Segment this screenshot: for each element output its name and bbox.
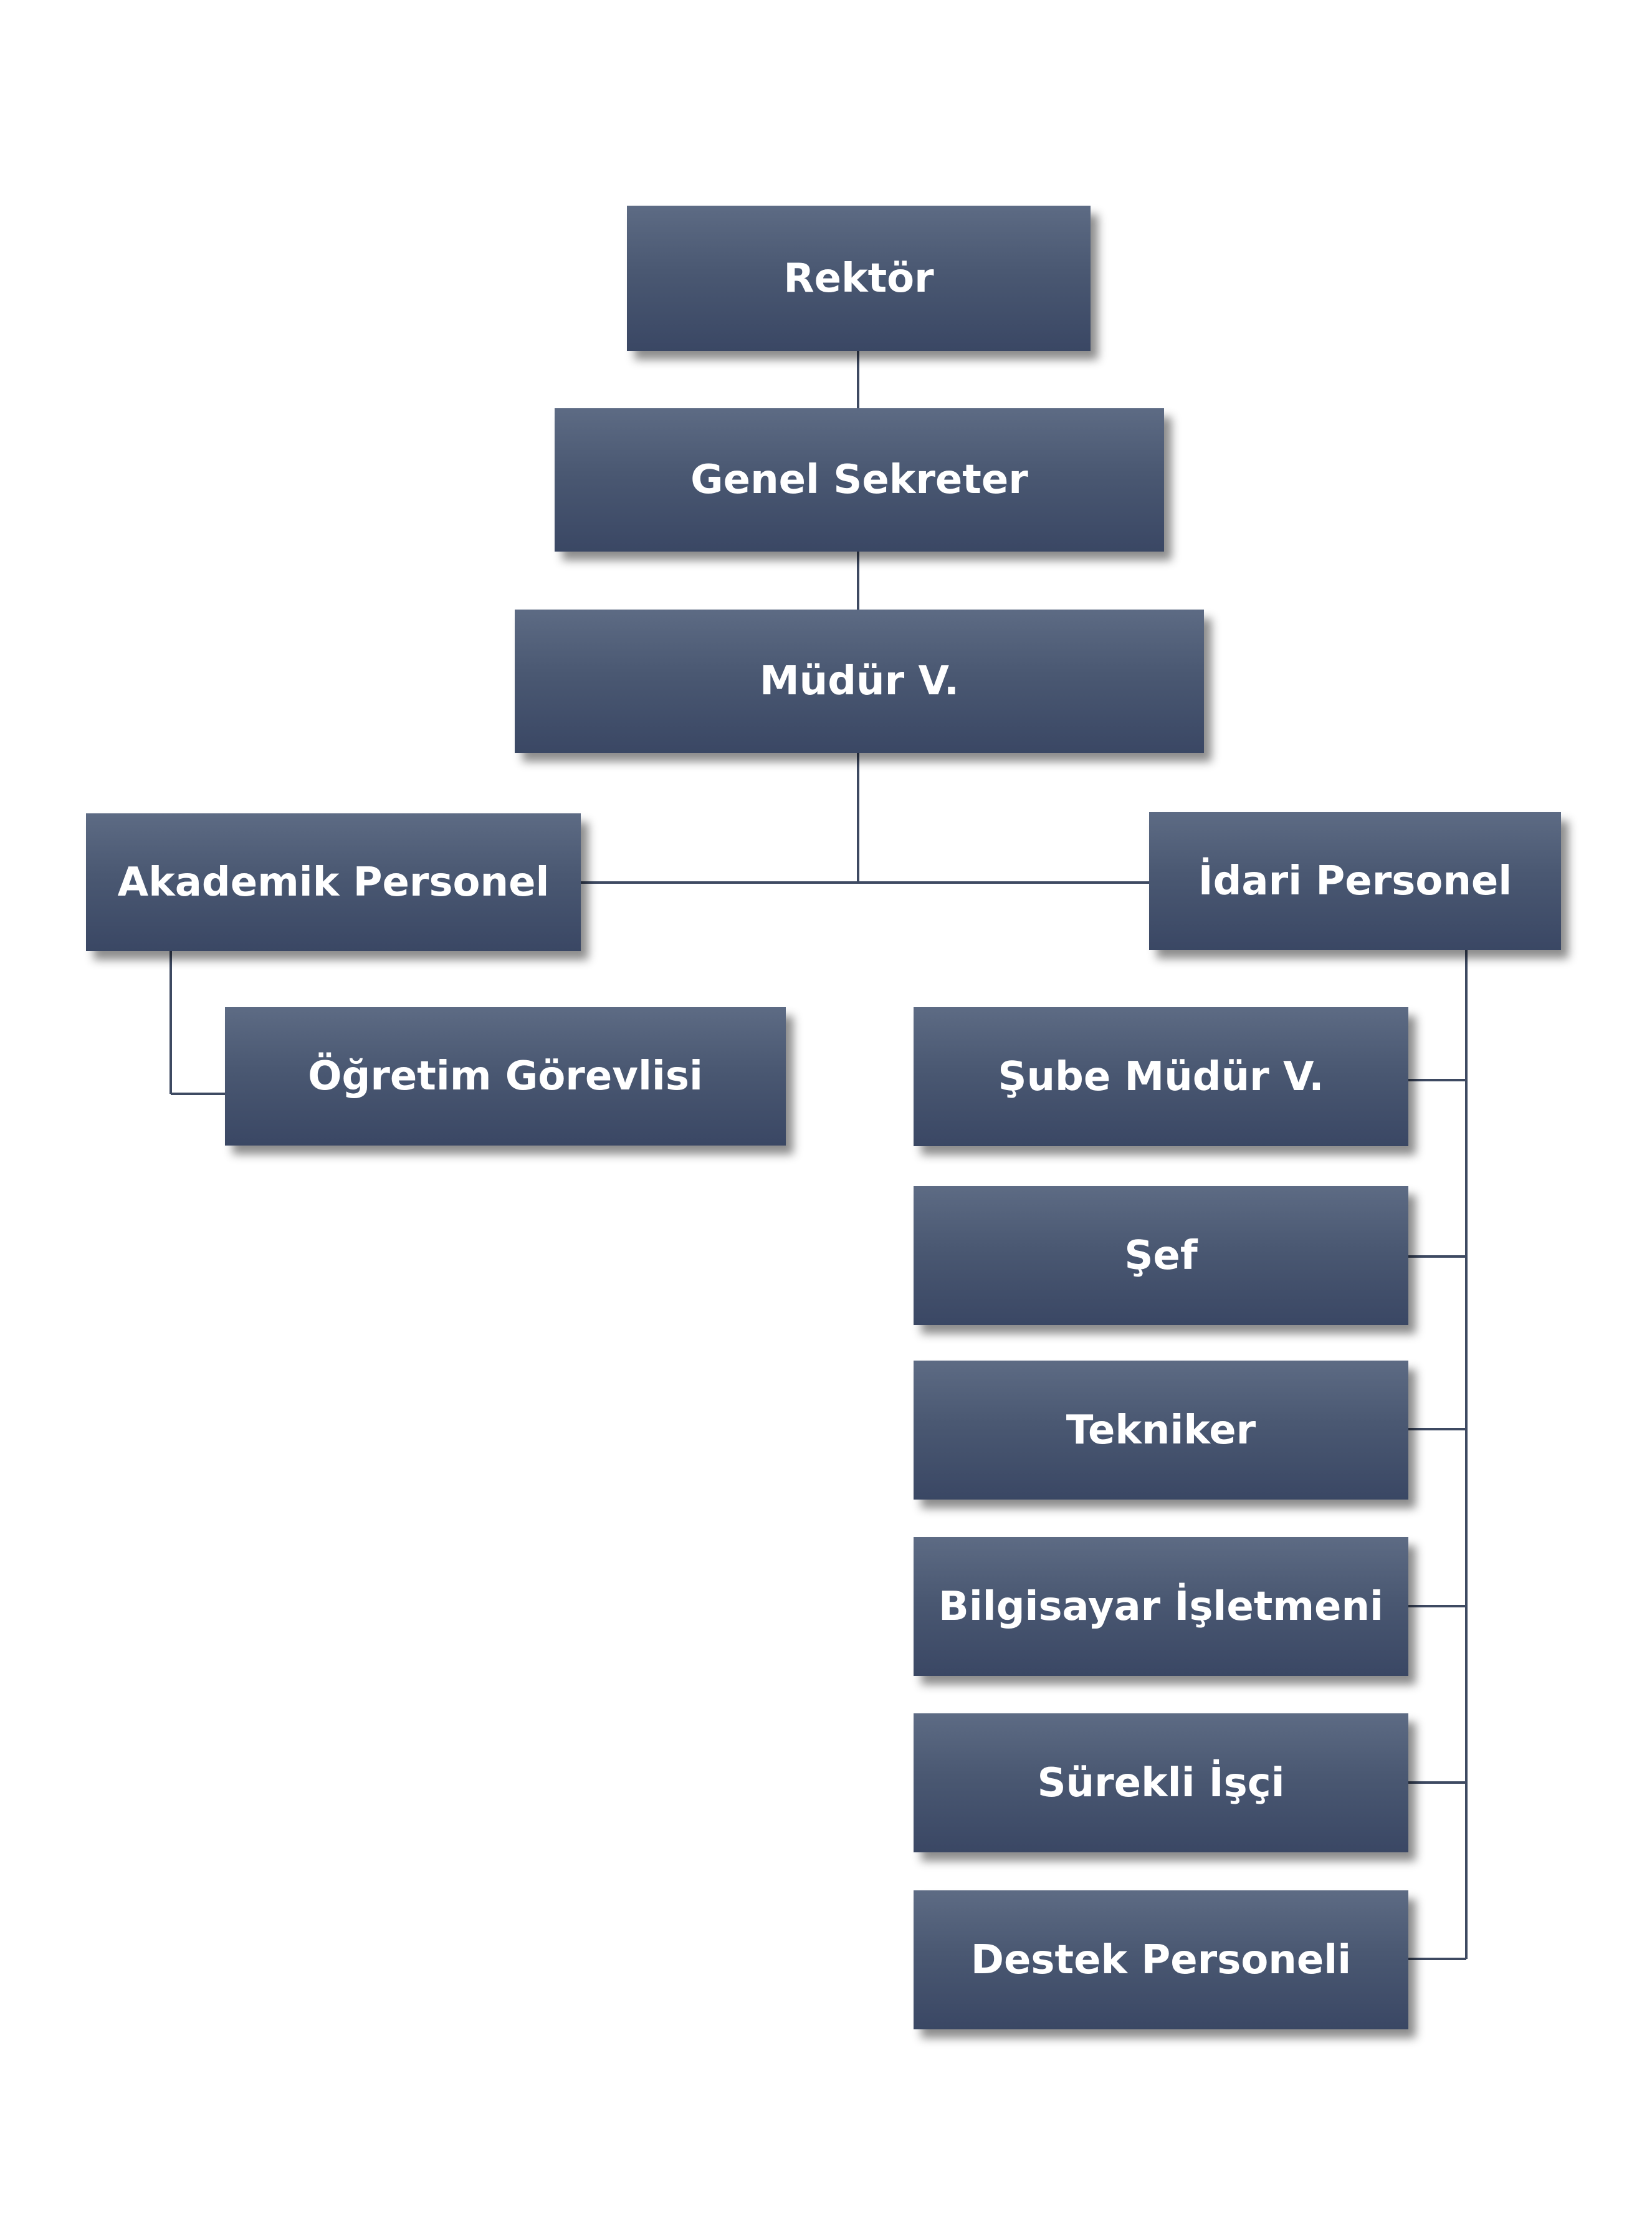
node-tekniker: Tekniker	[914, 1361, 1408, 1500]
node-mudur: Müdür V.	[515, 610, 1204, 753]
node-label: İdari Personel	[1198, 858, 1512, 904]
node-label: Bilgisayar İşletmeni	[938, 1583, 1383, 1630]
node-idari-personel: İdari Personel	[1149, 812, 1561, 950]
node-rektor: Rektör	[627, 206, 1091, 351]
node-genel-sekreter: Genel Sekreter	[555, 408, 1164, 552]
node-label: Sürekli İşçi	[1037, 1759, 1285, 1806]
node-sube-mudur: Şube Müdür V.	[914, 1007, 1408, 1146]
node-destek-personeli: Destek Personeli	[914, 1890, 1408, 2029]
node-label: Destek Personeli	[970, 1936, 1352, 1983]
node-label: Şube Müdür V.	[998, 1053, 1324, 1100]
node-label: Tekniker	[1066, 1407, 1256, 1453]
node-ogretim-gorevlisi: Öğretim Görevlisi	[225, 1007, 786, 1146]
node-label: Şef	[1124, 1232, 1198, 1279]
node-label: Akademik Personel	[117, 859, 550, 906]
node-bilgisayar-isletmeni: Bilgisayar İşletmeni	[914, 1537, 1408, 1676]
node-label: Genel Sekreter	[690, 457, 1028, 503]
node-akademik-personel: Akademik Personel	[86, 813, 581, 951]
node-label: Müdür V.	[759, 658, 960, 704]
node-surekli-isci: Sürekli İşçi	[914, 1713, 1408, 1852]
node-label: Öğretim Görevlisi	[308, 1053, 703, 1099]
node-label: Rektör	[783, 255, 934, 302]
node-sef: Şef	[914, 1186, 1408, 1325]
